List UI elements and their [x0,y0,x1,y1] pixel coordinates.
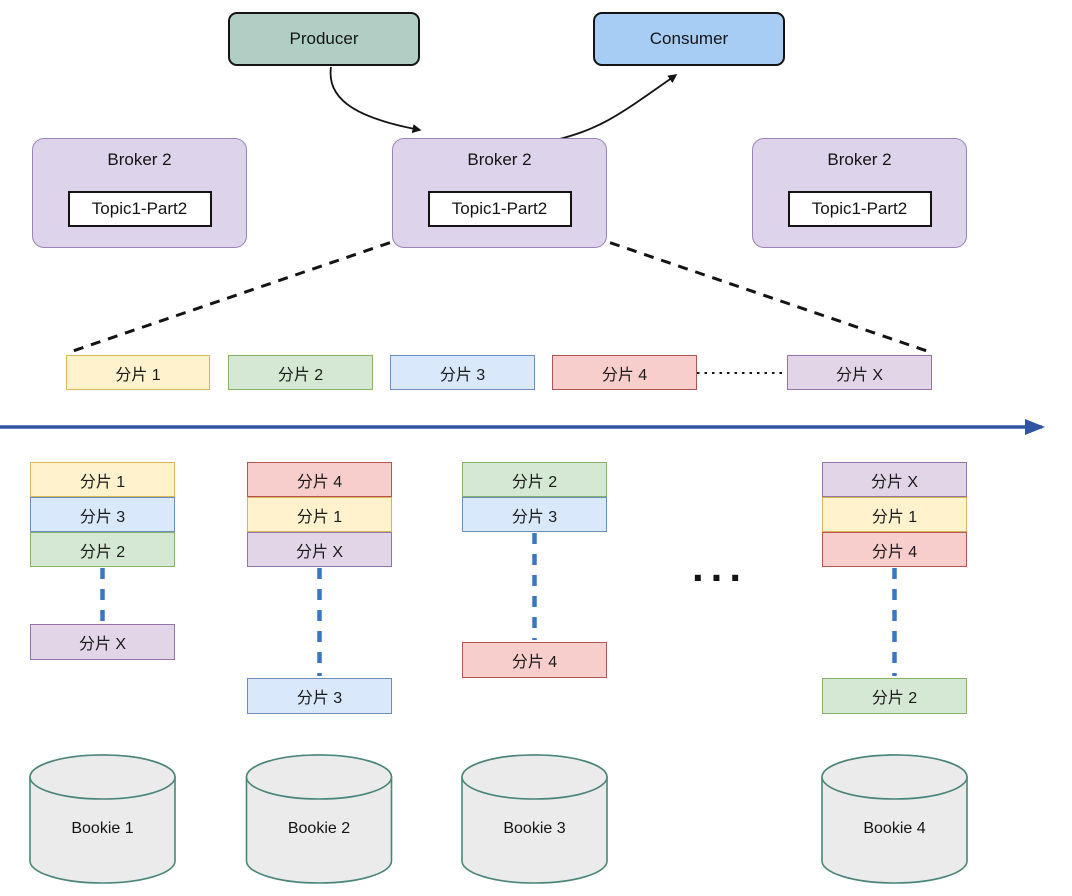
bookie-label-2: Bookie 2 [287,820,351,837]
consumer-node: Consumer [593,12,785,66]
bookie1-stack-item: 分片 1 [30,462,175,497]
broker-title: Broker 2 [107,150,172,169]
topic-box: Topic1-Part2 [427,191,572,227]
topic-box: Topic1-Part2 [787,191,932,227]
broker-to-segment-dashed-line-right [575,229,928,353]
segment-row-item-3: 分片 3 [390,355,535,390]
bookie3-detached-segment: 分片 4 [462,642,607,678]
broker-node-3: Broker 2 Topic1-Part2 [752,138,967,248]
bookie1-detached-segment: 分片 X [30,624,175,660]
bookie4-detached-segment: 分片 2 [822,678,967,714]
segment-row-item-4: 分片 4 [552,355,697,390]
bookie-cylinder-2 [245,754,393,884]
broker-title: Broker 2 [827,150,892,169]
producer-to-broker-arrow [329,66,422,134]
bookie2-stack-item: 分片 1 [247,497,392,532]
producer-label: Producer [289,29,359,48]
more-bookies-ellipsis: ... [691,543,748,590]
segment-row-item-x: 分片 X [787,355,932,390]
segment-row-item-2: 分片 2 [228,355,373,390]
bookie-cylinder-1 [29,754,176,884]
bookie3-stack-item: 分片 3 [462,497,607,532]
bookie4-stack-item: 分片 4 [822,532,967,567]
consumer-label: Consumer [649,29,729,48]
bookie2-stack-item: 分片 X [247,532,392,567]
topic-box: Topic1-Part2 [67,191,212,227]
bookie-cylinder-3 [461,754,608,884]
bookie1-stack-item: 分片 2 [30,532,175,567]
broker-to-consumer-arrow [551,74,678,142]
broker-node-1: Broker 2 Topic1-Part2 [32,138,247,248]
segment-row-item-1: 分片 1 [66,355,210,390]
broker-node-2: Broker 2 Topic1-Part2 [392,138,607,248]
bookie2-stack-item: 分片 4 [247,462,392,497]
bookie1-stack-item: 分片 3 [30,497,175,532]
bookie-label-4: Bookie 4 [863,820,926,837]
bookie4-stack-item: 分片 X [822,462,967,497]
broker-title: Broker 2 [467,150,532,169]
bookie2-detached-segment: 分片 3 [247,678,392,714]
broker-to-segment-dashed-line-left [69,229,425,354]
bookie-label-3: Bookie 3 [503,820,566,837]
bookie-label-1: Bookie 1 [71,820,134,837]
producer-node: Producer [228,12,420,66]
bookie-cylinder-4 [821,754,968,884]
bookie4-stack-item: 分片 1 [822,497,967,532]
bookie3-stack-item: 分片 2 [462,462,607,497]
